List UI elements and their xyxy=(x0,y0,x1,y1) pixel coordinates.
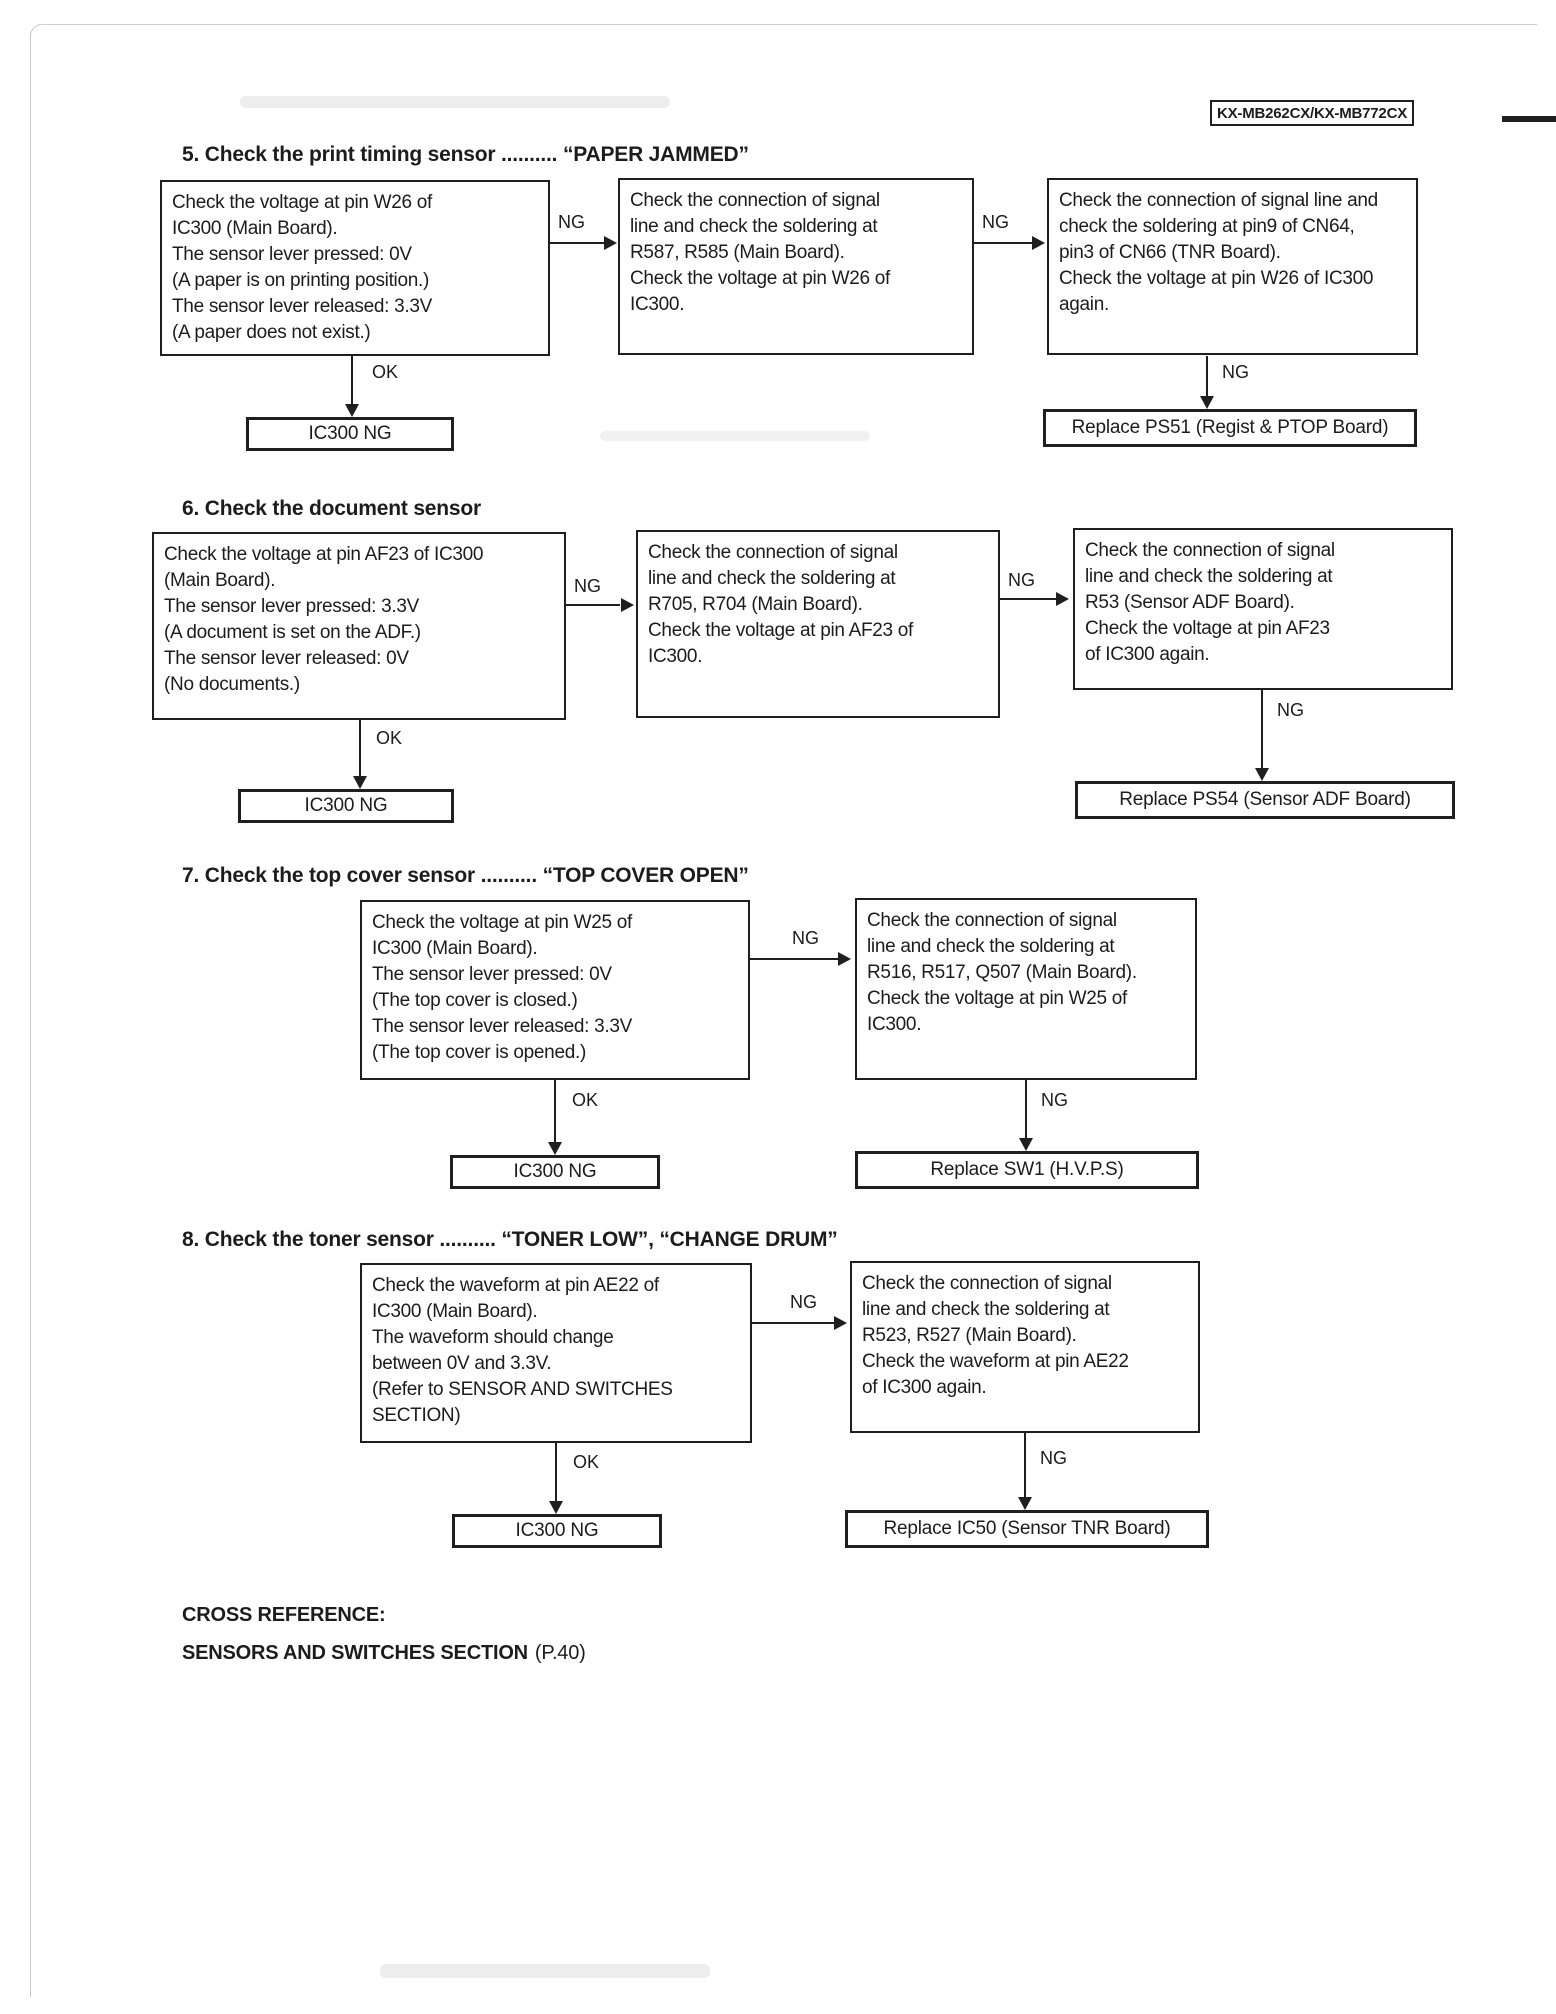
down-arrow-icon xyxy=(548,1142,562,1155)
s5-ng-arrow-3 xyxy=(1206,356,1208,398)
down-arrow-icon xyxy=(549,1501,563,1514)
s6-ok-label: OK xyxy=(376,728,403,748)
s5-ng-arrow-1 xyxy=(550,242,606,244)
s6-ng-label-2: NG xyxy=(1008,570,1035,590)
s5-check-box-2: Check the connection of signal line and … xyxy=(618,178,974,355)
scan-smudge xyxy=(380,1964,710,1978)
cross-reference-line: SENSORS AND SWITCHES SECTION (P.40) xyxy=(182,1642,586,1665)
s8-result-ic300-ng: IC300 NG xyxy=(452,1514,662,1548)
s6-ng-arrow-3 xyxy=(1261,690,1263,770)
s5-ng-label-1: NG xyxy=(558,212,585,232)
s6-ng-arrow-2 xyxy=(1000,598,1058,600)
cross-reference-section: SENSORS AND SWITCHES SECTION xyxy=(182,1642,528,1664)
s6-result-ic300-ng: IC300 NG xyxy=(238,789,454,823)
s7-ng-arrow-1 xyxy=(750,958,838,960)
s8-ng-label-2: NG xyxy=(1040,1448,1067,1468)
section-8-title: 8. Check the toner sensor .......... “TO… xyxy=(182,1228,838,1251)
s5-check-box-1: Check the voltage at pin W26 of IC300 (M… xyxy=(160,180,550,356)
s5-ok-label: OK xyxy=(372,362,399,382)
down-arrow-icon xyxy=(345,404,359,417)
s5-check-box-3: Check the connection of signal line and … xyxy=(1047,178,1418,355)
section-7-title: 7. Check the top cover sensor ..........… xyxy=(182,864,749,887)
s6-ok-arrow xyxy=(359,720,361,778)
section-5-title: 5. Check the print timing sensor .......… xyxy=(182,143,749,166)
s7-ng-label-2: NG xyxy=(1041,1090,1068,1110)
s8-ok-arrow xyxy=(555,1443,557,1503)
s6-check-box-2: Check the connection of signal line and … xyxy=(636,530,1000,718)
s7-check-box-2: Check the connection of signal line and … xyxy=(855,898,1197,1080)
s8-ng-arrow-1 xyxy=(752,1322,834,1324)
s5-ng-label-3: NG xyxy=(1222,362,1249,382)
scan-edge-mark xyxy=(1502,116,1556,122)
down-arrow-icon xyxy=(1019,1138,1033,1151)
right-arrow-icon xyxy=(838,952,851,966)
down-arrow-icon xyxy=(1200,396,1214,409)
scan-smudge xyxy=(240,96,670,108)
s6-check-box-3: Check the connection of signal line and … xyxy=(1073,528,1453,690)
s7-ok-arrow xyxy=(554,1080,556,1144)
right-arrow-icon xyxy=(1032,236,1045,250)
s7-ok-label: OK xyxy=(572,1090,599,1110)
right-arrow-icon xyxy=(834,1316,847,1330)
right-arrow-icon xyxy=(621,598,634,612)
s6-check-box-1: Check the voltage at pin AF23 of IC300 (… xyxy=(152,532,566,720)
s8-check-box-1: Check the waveform at pin AE22 of IC300 … xyxy=(360,1263,752,1443)
s6-ng-label-1: NG xyxy=(574,576,601,596)
s7-result-ic300-ng: IC300 NG xyxy=(450,1155,660,1189)
down-arrow-icon xyxy=(353,776,367,789)
cross-reference-heading: CROSS REFERENCE: xyxy=(182,1604,386,1626)
s8-ng-arrow-2 xyxy=(1024,1433,1026,1499)
down-arrow-icon xyxy=(1255,768,1269,781)
cross-reference-page: (P.40) xyxy=(534,1642,586,1664)
s5-result-ic300-ng: IC300 NG xyxy=(246,417,454,451)
model-number-text: KX-MB262CX/KX-MB772CX xyxy=(1216,104,1408,122)
s8-check-box-2: Check the connection of signal line and … xyxy=(850,1261,1200,1433)
down-arrow-icon xyxy=(1018,1497,1032,1510)
s7-result-replace-sw1: Replace SW1 (H.V.P.S) xyxy=(855,1151,1199,1189)
s8-ng-label-1: NG xyxy=(790,1292,817,1312)
s7-ng-arrow-2 xyxy=(1025,1080,1027,1140)
s6-ng-arrow-1 xyxy=(566,604,620,606)
s8-result-replace-ic50: Replace IC50 (Sensor TNR Board) xyxy=(845,1510,1209,1548)
s7-check-box-1: Check the voltage at pin W25 of IC300 (M… xyxy=(360,900,750,1080)
right-arrow-icon xyxy=(1056,592,1069,606)
s5-result-replace-ps51: Replace PS51 (Regist & PTOP Board) xyxy=(1043,409,1417,447)
right-arrow-icon xyxy=(604,236,617,250)
s6-ng-label-3: NG xyxy=(1277,700,1304,720)
s7-ng-label-1: NG xyxy=(792,928,819,948)
scan-smudge xyxy=(600,431,870,441)
s5-ng-arrow-2 xyxy=(974,242,1034,244)
s5-ok-arrow xyxy=(351,356,353,406)
s6-result-replace-ps54: Replace PS54 (Sensor ADF Board) xyxy=(1075,781,1455,819)
s8-ok-label: OK xyxy=(573,1452,600,1472)
model-number-badge: KX-MB262CX/KX-MB772CX xyxy=(1210,100,1414,126)
section-6-title: 6. Check the document sensor xyxy=(182,497,481,520)
s5-ng-label-2: NG xyxy=(982,212,1009,232)
